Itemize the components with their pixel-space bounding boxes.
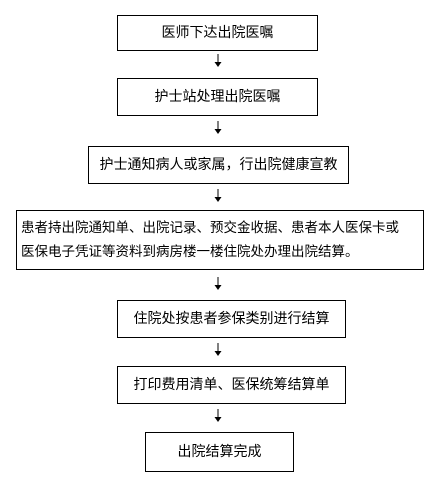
step-label: 护士站处理出院医嘱 bbox=[154, 89, 281, 105]
step-label-line-2: 医保电子凭证等资料到病房楼一楼住院处办理出院结算。 bbox=[21, 244, 359, 260]
step-settlement-complete: 出院结算完成 bbox=[145, 432, 294, 472]
step-label-group: 患者持出院通知单、出院记录、预交金收据、患者本人医保卡或 医保电子凭证等资料到病… bbox=[21, 216, 399, 264]
arrow-down-2 bbox=[213, 121, 223, 135]
arrow-down-1 bbox=[213, 54, 223, 68]
arrow-down-6 bbox=[213, 409, 223, 423]
step-label: 住院处按患者参保类别进行结算 bbox=[133, 311, 330, 327]
step-label: 出院结算完成 bbox=[177, 444, 262, 460]
step-label: 医师下达出院医嘱 bbox=[161, 25, 274, 41]
arrow-down-4 bbox=[213, 277, 223, 291]
step-patient-bring-documents: 患者持出院通知单、出院记录、预交金收据、患者本人医保卡或 医保电子凭证等资料到病… bbox=[16, 210, 424, 270]
step-label-line-1: 患者持出院通知单、出院记录、预交金收据、患者本人医保卡或 bbox=[21, 220, 399, 236]
step-print-bills: 打印费用清单、医保统筹结算单 bbox=[117, 366, 346, 404]
step-nurse-notify-education: 护士通知病人或家属，行出院健康宣教 bbox=[88, 146, 349, 184]
arrow-down-5 bbox=[213, 343, 223, 357]
step-admission-office-settlement: 住院处按患者参保类别进行结算 bbox=[117, 300, 346, 338]
step-label: 护士通知病人或家属，行出院健康宣教 bbox=[99, 157, 338, 173]
step-physician-discharge-order: 医师下达出院医嘱 bbox=[117, 15, 318, 51]
arrow-down-3 bbox=[213, 189, 223, 203]
step-label: 打印费用清单、医保统筹结算单 bbox=[133, 377, 330, 393]
step-nurse-station-process: 护士站处理出院医嘱 bbox=[117, 78, 318, 116]
